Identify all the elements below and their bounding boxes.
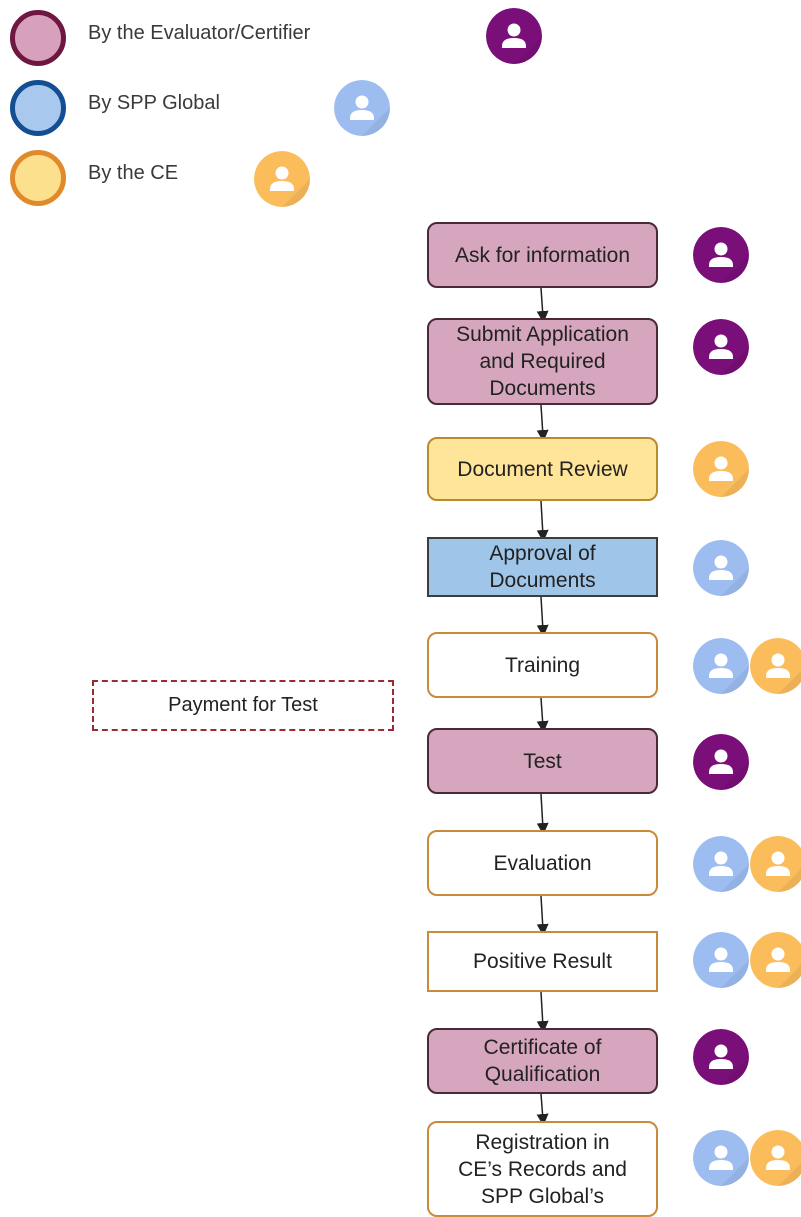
- spp-avatar-icon: [693, 1130, 749, 1186]
- side-note-label: Payment for Test: [168, 694, 318, 716]
- legend-label-spp: By SPP Global: [88, 92, 220, 114]
- step-label: Document Review: [457, 457, 628, 481]
- spp-avatar-icon: [693, 540, 749, 596]
- step-test: Test: [427, 728, 658, 794]
- ce-avatar-icon: [750, 932, 801, 988]
- legend-item-ce: By the CE: [10, 150, 310, 206]
- step-label: Approval of Documents: [489, 542, 596, 592]
- arrow-1: [536, 287, 549, 323]
- step-registration: Registration in CE’s Records and SPP Glo…: [427, 1121, 658, 1217]
- arrow-2: [536, 404, 549, 442]
- spp-avatar-icon: [334, 80, 390, 136]
- ce-legend-circle: [10, 150, 66, 206]
- arrow-8: [536, 991, 549, 1033]
- step-label: Submit Application and Required Document…: [456, 323, 629, 400]
- step-submit-application: Submit Application and Required Document…: [427, 318, 658, 405]
- arrow-7: [536, 895, 549, 936]
- arrow-4: [536, 596, 549, 637]
- legend-item-spp: By SPP Global: [10, 80, 310, 136]
- arrow-6: [536, 793, 549, 835]
- step-label: Test: [523, 749, 562, 773]
- spp-legend-circle: [10, 80, 66, 136]
- step-ask-for-information: Ask for information: [427, 222, 658, 288]
- ce-avatar-icon: [693, 441, 749, 497]
- ce-avatar-icon: [750, 836, 801, 892]
- arrow-3: [536, 500, 549, 542]
- evaluator-legend-circle: [10, 10, 66, 66]
- legend-item-evaluator: By the Evaluator/Certifier: [10, 10, 310, 66]
- step-positive-result: Positive Result: [427, 931, 658, 992]
- ce-avatar-icon: [750, 1130, 801, 1186]
- arrow-5: [536, 697, 549, 733]
- payment-for-test-note: Payment for Test: [92, 680, 394, 731]
- ce-avatar-icon: [750, 638, 801, 694]
- spp-avatar-icon: [693, 932, 749, 988]
- step-label: Certificate of Qualification: [483, 1036, 602, 1086]
- arrow-9: [536, 1093, 549, 1126]
- step-training: Training: [427, 632, 658, 698]
- step-evaluation: Evaluation: [427, 830, 658, 896]
- spp-avatar-icon: [693, 638, 749, 694]
- evaluator-avatar-icon: [693, 319, 749, 375]
- step-label: Ask for information: [454, 243, 631, 267]
- step-label: Positive Result: [473, 950, 612, 973]
- evaluator-avatar-icon: [693, 734, 749, 790]
- step-label: Training: [504, 653, 581, 677]
- step-document-review: Document Review: [427, 437, 658, 501]
- legend-label-evaluator: By the Evaluator/Certifier: [88, 22, 311, 44]
- ce-avatar-icon: [254, 151, 310, 207]
- evaluator-avatar-icon: [693, 1029, 749, 1085]
- step-certificate-of-qualification: Certificate of Qualification: [427, 1028, 658, 1094]
- spp-avatar-icon: [693, 836, 749, 892]
- evaluator-avatar-icon: [486, 8, 542, 64]
- legend-label-ce: By the CE: [88, 162, 179, 184]
- step-approval-of-documents: Approval of Documents: [427, 537, 658, 597]
- step-label: Registration in CE’s Records and SPP Glo…: [458, 1131, 627, 1208]
- step-label: Evaluation: [493, 851, 592, 875]
- evaluator-avatar-icon: [693, 227, 749, 283]
